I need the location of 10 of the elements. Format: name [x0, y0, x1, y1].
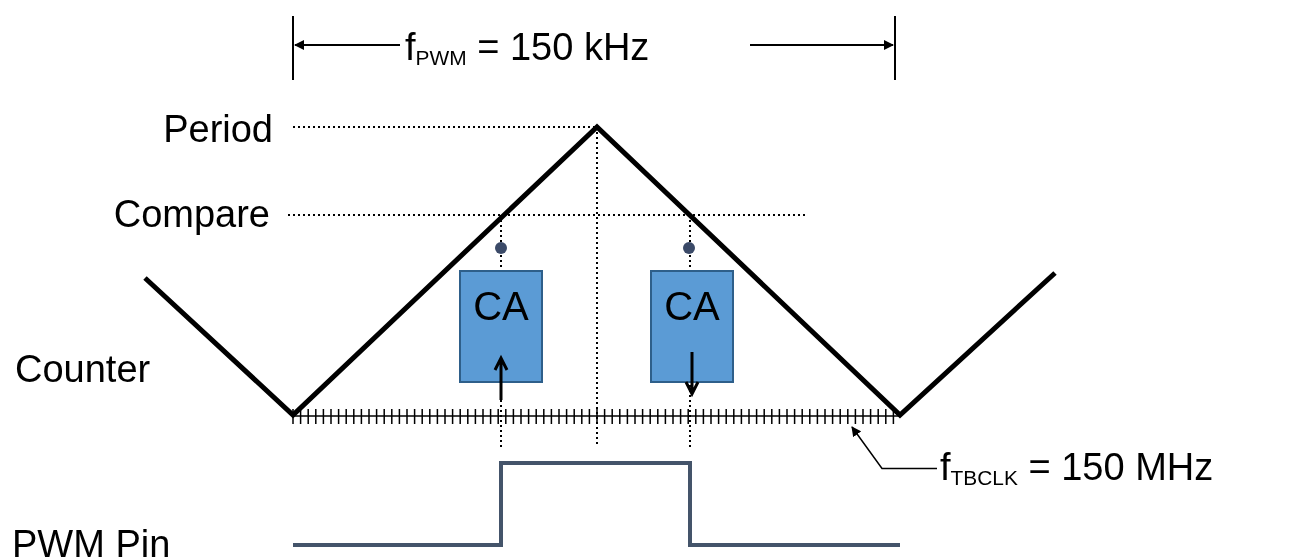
clock-tick-scale [292, 408, 902, 425]
box-label: CA [472, 286, 530, 326]
signal-label: PWM Pin [12, 525, 171, 557]
axis-label: Compare [113, 195, 270, 233]
axis-label: Counter [15, 350, 151, 388]
clock-frequency-label: f$_{TBCLK}$ = 150 MHz [940, 448, 1214, 490]
leader-line [851, 426, 938, 470]
axis-label: Period [163, 110, 273, 148]
box-label: CA [663, 286, 721, 326]
dimension-label: f$_{PWM}$ = 150 kHz [405, 28, 650, 70]
